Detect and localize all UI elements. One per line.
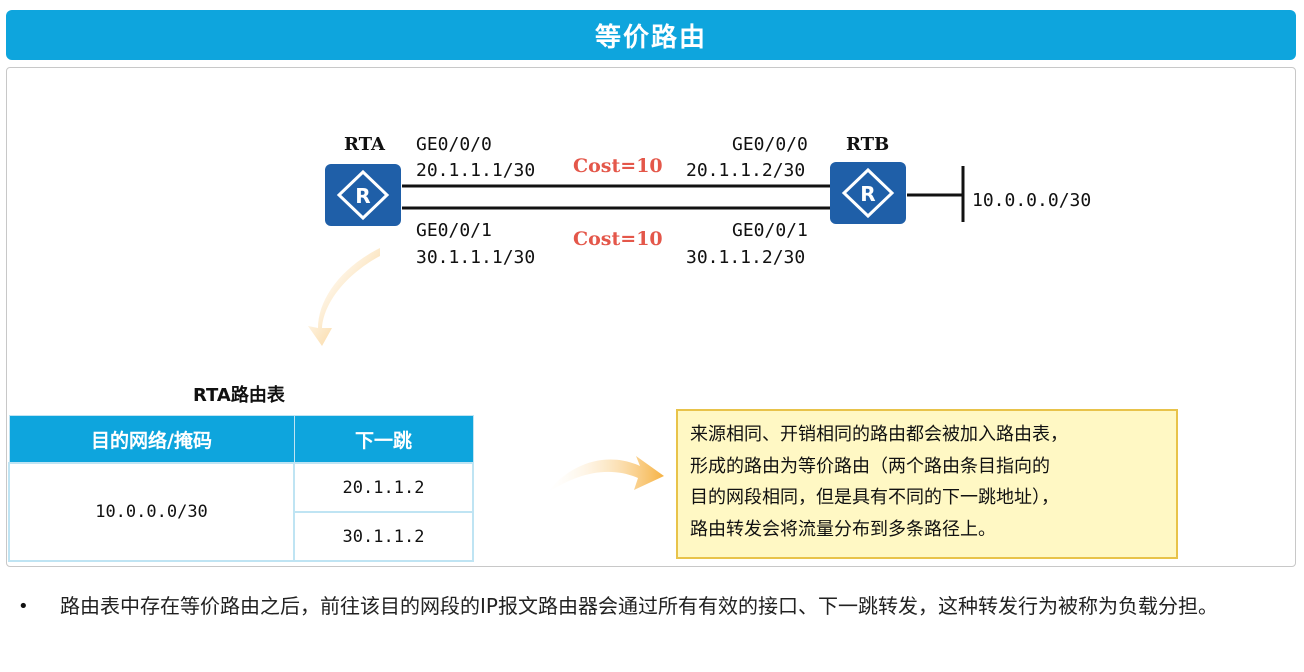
rtb-label: RTB <box>846 134 890 155</box>
rtb-ip-top: 20.1.1.2/30 <box>686 160 806 181</box>
rta-ip-bottom: 30.1.1.1/30 <box>416 247 536 268</box>
rtb-iface-top: GE0/0/0 <box>732 134 808 155</box>
rtb-iface-bottom: GE0/0/1 <box>732 220 808 241</box>
svg-text:R: R <box>860 182 875 206</box>
bullet-marker: • <box>18 596 29 617</box>
slide-title: 等价路由 <box>6 10 1296 60</box>
table-row: 10.0.0.0/30 20.1.1.2 <box>8 462 474 562</box>
rta-iface-bottom: GE0/0/1 <box>416 220 492 241</box>
callout-line: 来源相同、开销相同的路由都会被加入路由表， <box>690 424 1068 445</box>
cost-top-label: Cost=10 <box>573 155 663 177</box>
destination-cell: 10.0.0.0/30 <box>8 462 295 562</box>
header-destination: 目的网络/掩码 <box>8 415 295 464</box>
rta-label: RTA <box>344 134 386 155</box>
arrow-right-icon <box>546 456 664 494</box>
header-next-hop: 下一跳 <box>293 415 474 464</box>
rtb-ip-bottom: 30.1.1.2/30 <box>686 247 806 268</box>
table-row: 30.1.1.2 <box>9 511 474 562</box>
arrow-down-icon <box>308 248 380 346</box>
bullet-text: 路由表中存在等价路由之后，前往该目的网段的IP报文路由器会通过所有有效的接口、下… <box>60 594 1218 618</box>
callout-line: 路由转发会将流量分布到多条路径上。 <box>690 518 996 540</box>
callout-box: 来源相同、开销相同的路由都会被加入路由表， 形成的路由为等价路由（两个路由条目指… <box>676 409 1178 559</box>
next-hop-cell: 20.1.1.2 <box>293 462 474 513</box>
cost-bottom-label: Cost=10 <box>573 228 663 250</box>
next-hop-cell: 30.1.1.2 <box>293 511 474 562</box>
callout-line: 形成的路由为等价路由（两个路由条目指向的 <box>690 455 1050 477</box>
route-table-caption: RTA路由表 <box>193 385 285 406</box>
router-rta-icon: R <box>325 164 401 226</box>
callout-line: 目的网段相同，但是具有不同的下一跳地址）， <box>690 487 1059 508</box>
route-table: 目的网络/掩码 下一跳 10.0.0.0/30 20.1.1.2 30.1.1.… <box>8 415 474 562</box>
svg-text:R: R <box>355 184 370 208</box>
route-table-header: 目的网络/掩码 下一跳 <box>8 415 474 464</box>
rta-iface-top: GE0/0/0 <box>416 134 492 155</box>
rta-ip-top: 20.1.1.1/30 <box>416 160 536 181</box>
router-rtb-icon: R <box>830 162 906 224</box>
network-label: 10.0.0.0/30 <box>972 190 1092 211</box>
